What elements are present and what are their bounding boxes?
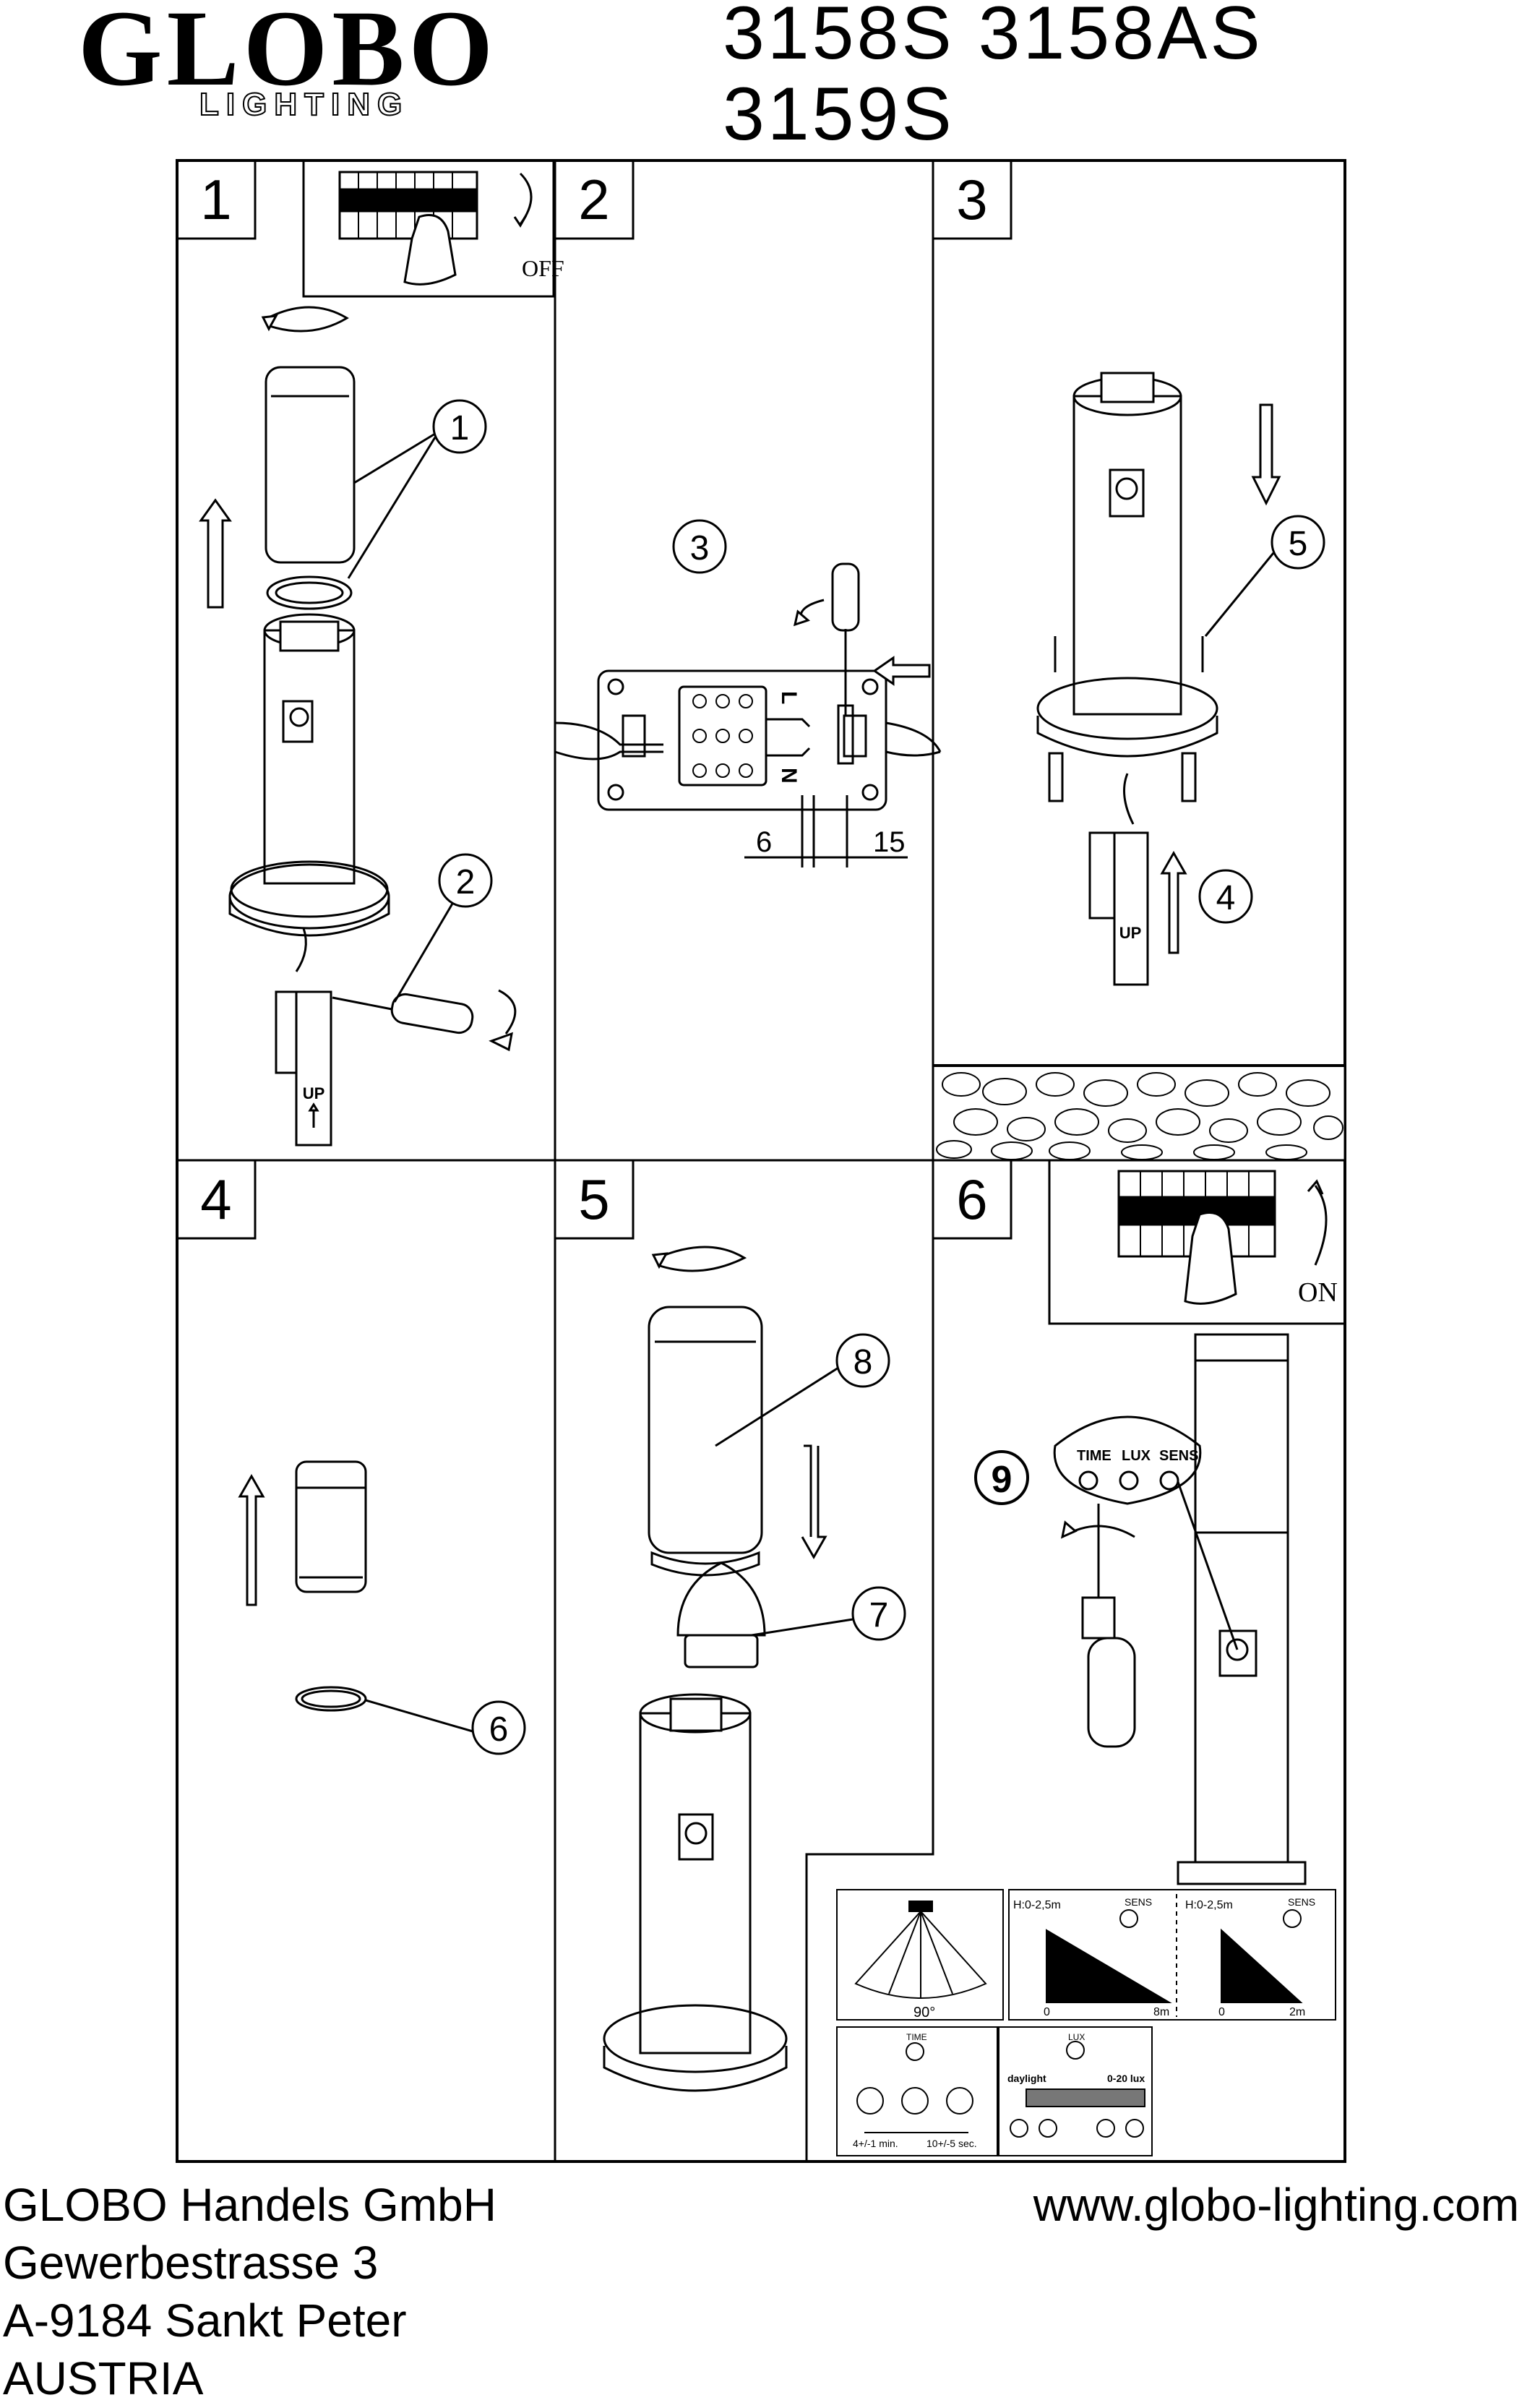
footer-country: AUSTRIA: [3, 2352, 204, 2404]
footer-website[interactable]: www.globo-lighting.com: [1033, 2179, 1519, 2231]
zero-b: 0: [1218, 2006, 1225, 2018]
model-line-2: 3159S: [723, 72, 955, 156]
panel-3: UP 5 4: [932, 372, 1346, 1162]
step-number-4: 4: [200, 1167, 231, 1231]
brand-sub: LIGHTING: [199, 86, 410, 123]
panel-5: 8 7: [603, 1246, 906, 2092]
height-a: H:0-2,5m: [1013, 1899, 1061, 1911]
sensor-lux: LUX: [1122, 1448, 1151, 1464]
sens-b: SENS: [1288, 1896, 1315, 1908]
step-number-1: 1: [200, 168, 231, 231]
step-number-6: 6: [956, 1167, 987, 1231]
callout-5: 5: [1289, 525, 1308, 563]
dim-6: 6: [756, 826, 772, 858]
lux-range: 0-20 lux: [1107, 2073, 1145, 2084]
time-min: 4+/-1 min.: [853, 2138, 898, 2149]
panel-2: 3 L N 6 15: [554, 519, 942, 867]
angle-90: 90°: [913, 2005, 935, 2021]
breaker-off-inset: OFF: [302, 159, 564, 298]
model-numbers: 3158S 3158AS 3159S: [723, 0, 1263, 158]
sensor-sens: SENS: [1159, 1448, 1198, 1464]
lux-label: LUX: [1068, 2032, 1085, 2042]
footer-city: A-9184 Sankt Peter: [3, 2295, 407, 2347]
time-label: TIME: [906, 2032, 927, 2042]
brand-logo: GLOBO LIGHTING: [78, 0, 569, 123]
step-boxes: 1 2 3 4 5 6: [176, 159, 1012, 1240]
range-a: 8m: [1153, 2006, 1169, 2018]
mount-up-label-3: UP: [1119, 924, 1142, 942]
callout-8: 8: [854, 1343, 873, 1381]
callout-4: 4: [1216, 879, 1236, 917]
panel-1: OFF UP 1 2: [199, 159, 564, 1147]
step-number-3: 3: [956, 168, 987, 231]
brand-name: GLOBO: [78, 0, 498, 108]
gravel-pattern: [936, 1072, 1343, 1160]
callout-1: 1: [450, 409, 470, 447]
footer-street: Gewerbestrasse 3: [3, 2237, 379, 2289]
sens-a: SENS: [1125, 1896, 1152, 1908]
model-line-1: 3158S 3158AS: [723, 0, 1263, 75]
breaker-on-inset: ON: [1048, 1159, 1346, 1325]
mount-up-label-1: UP: [303, 1084, 325, 1102]
panel-6: ON TIME LUX SENS 9: [836, 1159, 1346, 2156]
step-number-5: 5: [578, 1167, 609, 1231]
footer-company: GLOBO Handels GmbH: [3, 2179, 496, 2231]
callout-7: 7: [869, 1596, 889, 1634]
sensor-diagrams: 90° H:0-2,5m SENS 0 8m H:0-2,5m SENS 0 2…: [836, 1889, 1336, 2156]
sensor-time: TIME: [1077, 1448, 1112, 1464]
footer-address: GLOBO Handels GmbH Gewerbestrasse 3 A-91…: [3, 2176, 496, 2407]
terminal-l: L: [777, 691, 801, 704]
step-number-2: 2: [578, 168, 609, 231]
lux-daylight: daylight: [1007, 2073, 1046, 2084]
height-b: H:0-2,5m: [1185, 1899, 1233, 1911]
callout-2: 2: [456, 863, 476, 901]
switch-off-label: OFF: [522, 255, 564, 281]
callout-3: 3: [690, 529, 710, 567]
callout-9: 9: [992, 1459, 1012, 1501]
switch-on-label: ON: [1298, 1277, 1338, 1308]
dim-15: 15: [873, 826, 906, 858]
panel-4: 6: [238, 1460, 526, 1755]
time-max: 10+/-5 sec.: [926, 2138, 977, 2149]
zero-a: 0: [1044, 2006, 1050, 2018]
range-b: 2m: [1289, 2006, 1305, 2018]
terminal-n: N: [777, 768, 801, 784]
callout-6: 6: [489, 1710, 509, 1749]
